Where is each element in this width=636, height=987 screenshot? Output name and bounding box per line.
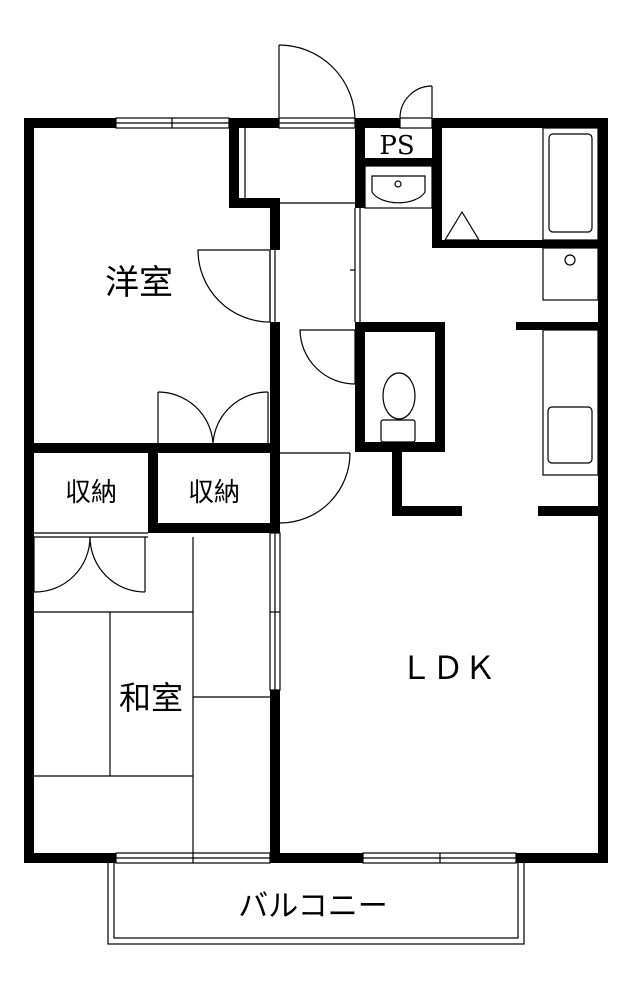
walls [24,118,608,863]
storage-right-label: 収納 [188,478,240,508]
ldk-label: ＬＤＫ [400,649,496,687]
doors [33,208,361,593]
fixtures [364,127,599,476]
tatami [34,537,270,853]
ps-label: PS [379,131,414,161]
balcony-label: バルコニー [238,889,387,924]
western-room-label: 洋室 [105,263,173,303]
entrance [244,44,433,204]
storage-left-label: 収納 [65,478,117,508]
japanese-room-label: 和室 [119,679,183,717]
windows [115,117,517,864]
room-labels: 洋室 収納 収納 和室 ＬＤＫ PS バルコニー [65,131,496,924]
